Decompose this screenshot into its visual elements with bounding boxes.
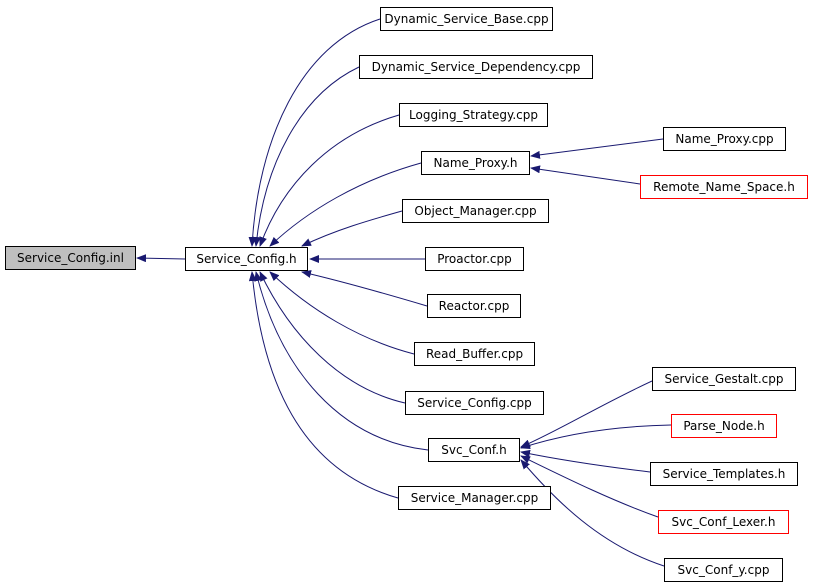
edge-parse-node-to-svc-conf-h	[520, 424, 672, 450]
node-dynamic-service-dependency-cpp[interactable]: Dynamic_Service_Dependency.cpp	[359, 55, 593, 79]
edge-service-gestalt-to-svc-conf-h	[520, 380, 653, 448]
node-name-proxy-h[interactable]: Name_Proxy.h	[421, 151, 530, 175]
node-service-config-inl[interactable]: Service_Config.inl	[5, 246, 136, 270]
edge-dynamic-service-base-to-service-config-h	[248, 18, 381, 247]
node-proactor-cpp[interactable]: Proactor.cpp	[425, 247, 524, 271]
node-service-manager-cpp[interactable]: Service_Manager.cpp	[398, 486, 551, 510]
edge-reactor-to-service-config-h	[301, 270, 428, 307]
edge-name-proxy-h-to-service-config-h	[269, 162, 422, 247]
edge-service-config-h-to-inl	[136, 254, 186, 263]
edge-name-proxy-cpp-to-name-proxy-h	[530, 138, 664, 159]
edge-service-templates-to-svc-conf-h	[520, 449, 651, 473]
node-service-config-h[interactable]: Service_Config.h	[185, 247, 308, 271]
node-read-buffer-cpp[interactable]: Read_Buffer.cpp	[414, 342, 535, 366]
node-reactor-cpp[interactable]: Reactor.cpp	[427, 294, 521, 318]
node-object-manager-cpp[interactable]: Object_Manager.cpp	[402, 199, 549, 223]
node-service-gestalt-cpp[interactable]: Service_Gestalt.cpp	[652, 367, 796, 391]
node-name-proxy-cpp[interactable]: Name_Proxy.cpp	[663, 127, 786, 151]
node-svc-conf-lexer-h[interactable]: Svc_Conf_Lexer.h	[658, 510, 789, 534]
node-remote-name-space-h[interactable]: Remote_Name_Space.h	[640, 175, 808, 199]
node-svc-conf-h[interactable]: Svc_Conf.h	[428, 438, 520, 462]
edge-object-manager-to-service-config-h	[301, 210, 403, 247]
edge-svc-conf-h-to-service-config-h	[254, 271, 429, 451]
node-service-templates-h[interactable]: Service_Templates.h	[650, 462, 798, 486]
node-service-config-cpp[interactable]: Service_Config.cpp	[405, 391, 544, 415]
node-parse-node-h[interactable]: Parse_Node.h	[671, 414, 777, 438]
node-svc-conf-y-cpp[interactable]: Svc_Conf_y.cpp	[664, 558, 783, 582]
edge-service-config-cpp-to-service-config-h	[259, 271, 406, 404]
edge-dynamic-service-dependency-to-service-config-h	[252, 66, 360, 247]
edge-service-manager-to-service-config-h	[248, 271, 399, 499]
node-dynamic-service-base-cpp[interactable]: Dynamic_Service_Base.cpp	[380, 7, 553, 31]
edge-remote-name-space-to-name-proxy-h	[530, 165, 641, 185]
edge-read-buffer-to-service-config-h	[269, 271, 415, 355]
node-logging-strategy-cpp[interactable]: Logging_Strategy.cpp	[399, 103, 548, 127]
edge-svc-conf-lexer-to-svc-conf-h	[520, 455, 659, 518]
edge-svc-conf-y-to-svc-conf-h	[520, 459, 665, 567]
edge-logging-strategy-to-service-config-h	[259, 114, 400, 247]
